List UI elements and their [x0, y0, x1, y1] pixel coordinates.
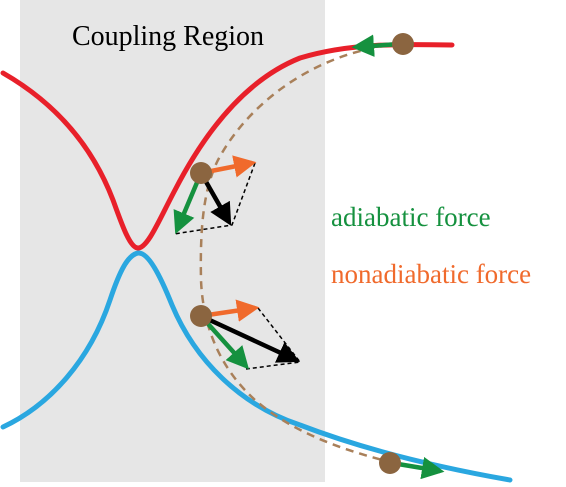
- total-force-arrow-lower: [200, 313, 301, 363]
- trajectory-path: [199, 42, 403, 464]
- upper-surface-curve: [0, 42, 455, 251]
- adiabatic-force-label: adiabatic force: [331, 202, 491, 232]
- nonadiabatic-force-label: nonadiabatic force: [331, 259, 531, 289]
- force-parallelogram-lower: [245, 307, 302, 370]
- coupling-region-label: Coupling Region: [72, 21, 264, 52]
- particle-top: [392, 33, 414, 55]
- particle-bottom: [379, 452, 401, 474]
- particle-upper: [190, 162, 212, 184]
- coupling-region: [20, 0, 325, 482]
- particle-lower: [190, 305, 212, 327]
- adiabatic-force-arrow-lower: [199, 314, 250, 370]
- lower-surface-curve: [0, 250, 513, 483]
